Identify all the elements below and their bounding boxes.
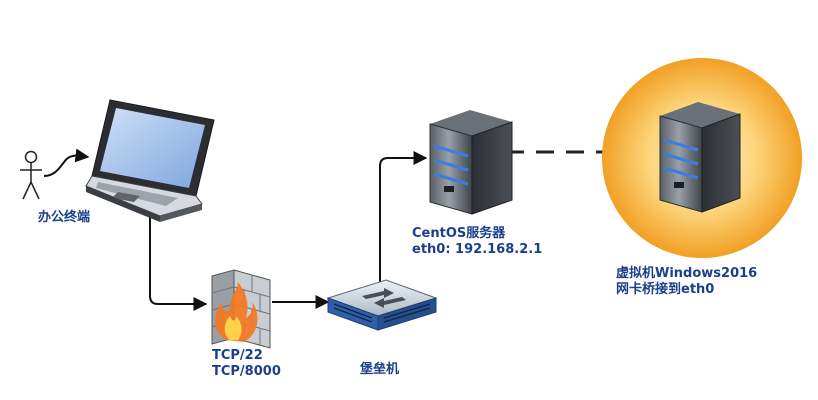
firewall-port-label: TCP/22 TCP/8000 (212, 348, 281, 380)
laptop-to-firewall-connector (149, 212, 208, 311)
vm-bridge-note: 网卡桥接到eth0 (616, 282, 715, 297)
user-to-laptop-connector (43, 148, 90, 177)
centos-server-ip: eth0: 192.168.2.1 (412, 242, 543, 257)
firewall-port-line-2: TCP/8000 (212, 364, 281, 379)
centos-server-label: CentOS服务器 eth0: 192.168.2.1 (412, 226, 542, 258)
firewall-icon (211, 269, 271, 349)
stick-figure-icon (20, 150, 42, 200)
server-tower-icon (659, 102, 741, 213)
centos-server-name: CentOS服务器 (412, 226, 506, 241)
server-tower-icon (429, 110, 513, 215)
vm-name: 虚拟机Windows2016 (616, 266, 758, 281)
vm-label: 虚拟机Windows2016 网卡桥接到eth0 (616, 266, 757, 298)
laptop-icon (85, 99, 215, 222)
network-switch-icon (326, 279, 438, 331)
firewall-port-line-1: TCP/22 (212, 348, 263, 363)
bastion-to-centos-connector (379, 151, 428, 282)
office-terminal-label: 办公终端 (38, 210, 91, 225)
bastion-label: 堡垒机 (360, 362, 400, 377)
